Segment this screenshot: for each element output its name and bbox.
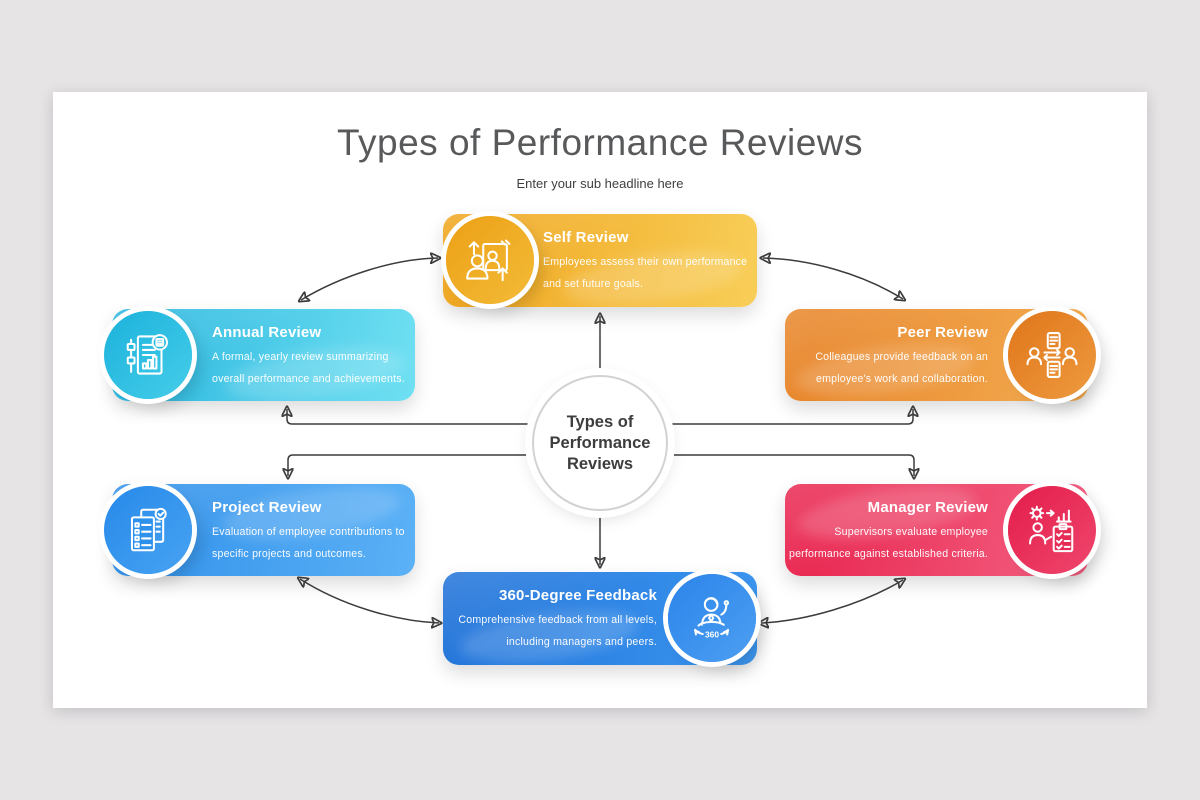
peer-review-icon-circle [1008,311,1096,399]
card-title: Peer Review [897,324,988,341]
card-decoration [456,600,642,665]
feedback-360-icon: 360 [694,597,730,639]
icon-360-label: 360 [705,629,719,639]
card-decoration [560,242,746,307]
card-decoration [222,338,408,401]
card-title: Self Review [543,229,629,246]
card-decoration [792,334,978,401]
card-description: Comprehensive feedback from all levels, … [458,614,657,648]
card-description: A formal, yearly review summarizing over… [212,351,405,385]
center-hub-label: Types of Performance Reviews [549,412,651,473]
project-review-icon [130,507,167,552]
card-title: Annual Review [212,324,322,341]
card-title: 360-Degree Feedback [498,587,657,604]
page-subtitle: Enter your sub headline here [516,176,684,191]
center-hub: Types of Performance Reviews [532,375,668,511]
card-decoration [794,484,980,549]
self-review-icon [466,239,511,282]
feedback-360-icon-circle: 360 [668,574,756,662]
manager-review-icon [1029,505,1074,553]
annual-review-icon [126,334,168,375]
card-title: Manager Review [867,499,988,516]
card-description: Colleagues provide feedback on an employ… [815,351,988,385]
card-decoration [218,484,404,549]
slide-canvas: Types of Performance Reviews Enter your … [53,92,1147,708]
manager-review-icon-circle [1008,486,1096,574]
card-description: Supervisors evaluate employee performanc… [789,526,988,560]
card-description: Employees assess their own performance a… [543,256,748,290]
card-description: Evaluation of employee contributions to … [212,526,405,560]
card-title: Project Review [212,499,322,516]
project-review-icon-circle [104,486,192,574]
peer-review-icon [1026,332,1078,378]
annual-review-icon-circle [104,311,192,399]
page-title: Types of Performance Reviews [336,122,864,163]
self-review-icon-circle [446,216,534,304]
